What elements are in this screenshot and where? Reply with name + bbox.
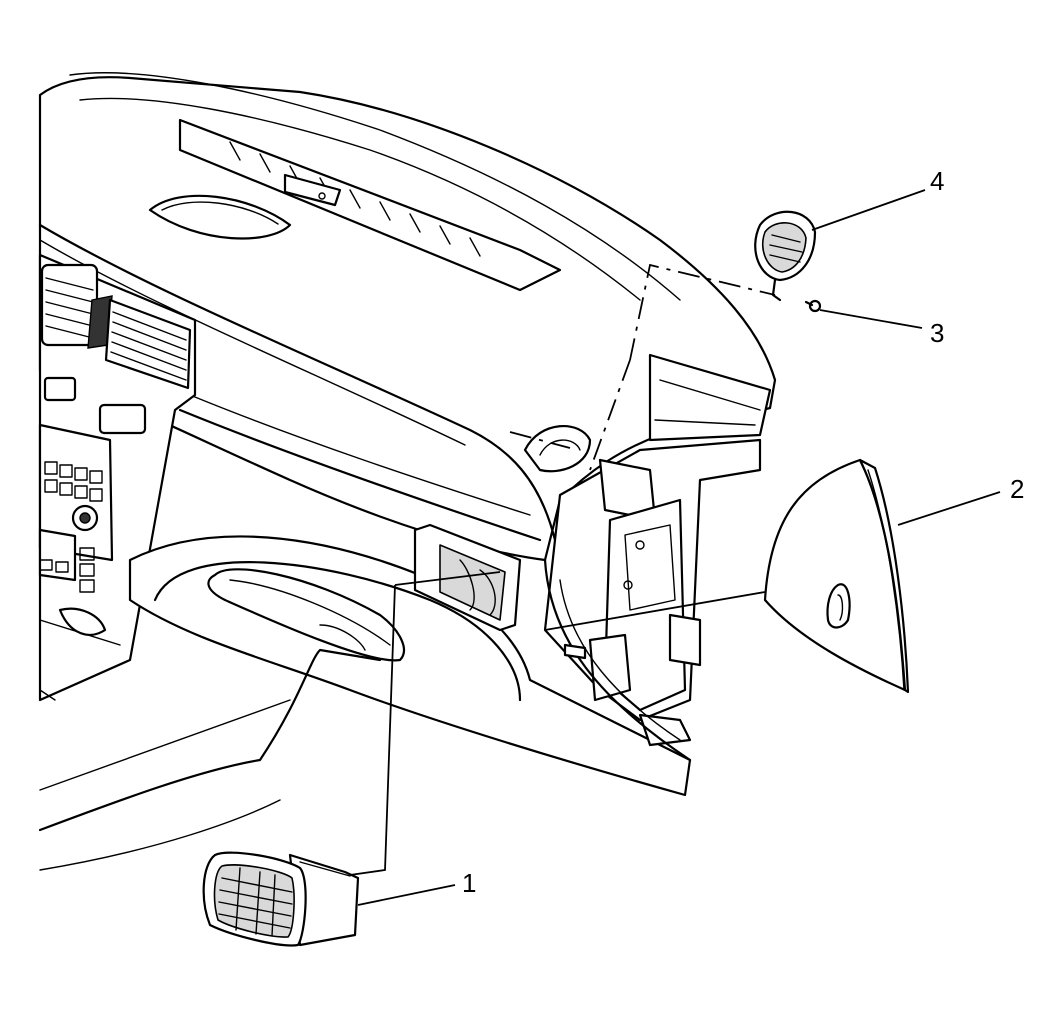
center-stack — [38, 253, 197, 702]
leader-2 — [897, 491, 1001, 526]
center-air-vent-right — [104, 298, 192, 390]
end-trim-cover-part-2 — [763, 458, 910, 694]
climate-buttons — [39, 547, 95, 593]
callout-3: 3 — [930, 318, 944, 348]
callouts: 1 2 3 4 — [462, 166, 1024, 898]
callout-2: 2 — [1010, 474, 1024, 504]
callout-4: 4 — [930, 166, 944, 196]
trim-cover-slot — [826, 583, 851, 629]
sensor-cover-part-4 — [754, 210, 817, 302]
leader-3 — [819, 309, 923, 329]
instrument-panel-right-end — [523, 353, 772, 762]
sensor-opening — [523, 425, 592, 473]
instrument-panel-upper — [38, 72, 777, 562]
radio-buttons — [44, 461, 103, 502]
vent-louvers — [218, 867, 293, 937]
callout-1: 1 — [462, 868, 476, 898]
outlet-air-vent-part-1 — [202, 851, 360, 947]
fastener-part-3 — [804, 299, 822, 313]
leader-4 — [811, 189, 926, 231]
leader-2-path — [544, 591, 766, 631]
leader-1 — [357, 884, 456, 906]
side-vent-opening — [413, 523, 522, 632]
leader-1-path — [349, 571, 501, 876]
leader-lines — [349, 189, 1001, 906]
lower-instrument-panel — [38, 523, 692, 871]
installation-path-lines — [509, 263, 776, 471]
